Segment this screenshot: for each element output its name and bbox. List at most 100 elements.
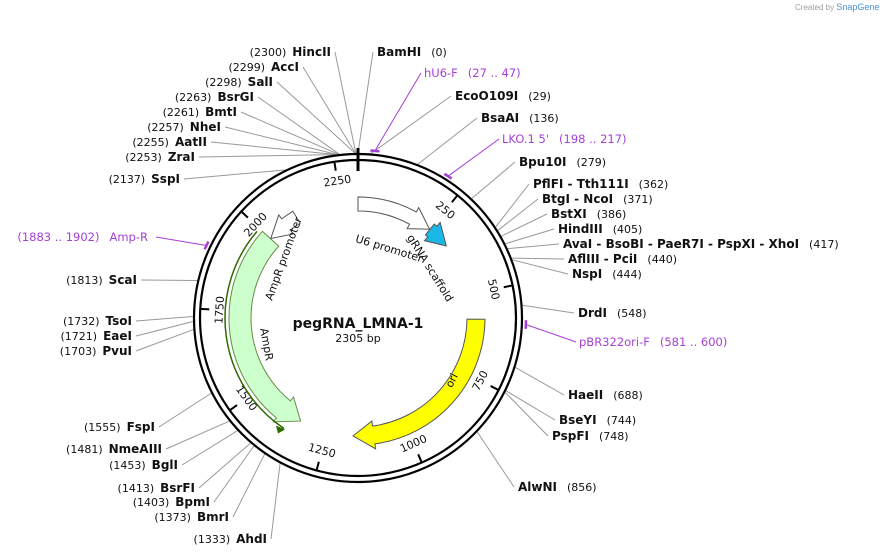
enzyme-name: AlwNI xyxy=(518,480,557,494)
enzyme-name: BsrFI xyxy=(160,481,195,495)
enzyme-position: (417) xyxy=(809,238,839,251)
tick-label: 2250 xyxy=(322,173,352,190)
primer-range: (581 .. 600) xyxy=(660,335,728,349)
enzyme-leader xyxy=(302,66,356,154)
enzyme-leader xyxy=(276,81,356,154)
feature-arrow-ori xyxy=(352,318,486,450)
plasmid-name: pegRNA_LMNA-1 xyxy=(293,316,424,332)
enzyme-position: (2261) xyxy=(163,106,200,119)
enzyme-name: HindIII xyxy=(558,222,603,236)
enzyme-name: PspFI xyxy=(552,429,589,443)
enzyme-leader xyxy=(210,141,336,156)
enzyme-name: BsrGI xyxy=(217,90,254,104)
enzyme-name: DrdI xyxy=(578,306,607,320)
enzyme-leader xyxy=(232,453,266,518)
primer-range: (27 .. 47) xyxy=(468,66,521,80)
enzyme-leader xyxy=(501,213,548,237)
enzyme-name: ScaI xyxy=(109,273,137,287)
enzyme-position: (1721) xyxy=(61,330,98,343)
enzyme-position: (1813) xyxy=(66,274,103,287)
enzyme-position: (2257) xyxy=(147,121,184,134)
leader-lines xyxy=(135,51,577,540)
enzyme-name: AatII xyxy=(175,135,207,149)
enzyme-leader xyxy=(507,243,560,250)
primer-name: pBR322ori-F xyxy=(579,335,650,349)
tick-mark xyxy=(200,307,210,311)
enzyme-leader xyxy=(505,228,555,245)
tick-label: 250 xyxy=(433,199,457,222)
enzyme-leader xyxy=(135,329,194,352)
plasmid-size: 2305 bp xyxy=(335,332,380,345)
enzyme-name: HaeII xyxy=(568,388,603,402)
enzyme-leader xyxy=(522,304,575,314)
enzyme-position: (1413) xyxy=(118,482,155,495)
site-labels: HincII(2300)AccI(2299)SalI(2298)BsrGI(22… xyxy=(17,45,838,546)
enzyme-name: EcoO109I xyxy=(455,89,518,103)
enzyme-position: (856) xyxy=(567,481,597,494)
enzyme-leader xyxy=(198,154,335,158)
tick-mark xyxy=(451,194,459,203)
enzyme-name: SspI xyxy=(151,172,180,186)
enzyme-name: Bpu10I xyxy=(519,155,566,169)
tick-mark xyxy=(315,461,320,471)
enzyme-position: (371) xyxy=(623,193,653,206)
feature-arrow-ampr-promoter xyxy=(270,210,301,240)
enzyme-leader xyxy=(471,161,516,199)
feature-arrow-grna-scaffold xyxy=(423,221,447,247)
primer-leader xyxy=(374,72,422,152)
enzyme-leader xyxy=(515,367,565,396)
enzyme-position: (1732) xyxy=(63,315,100,328)
ampr-strand-head xyxy=(275,425,285,434)
enzyme-position: (2137) xyxy=(109,173,146,186)
enzyme-leader xyxy=(198,442,251,489)
enzyme-position: (744) xyxy=(607,414,637,427)
enzyme-position: (1555) xyxy=(84,421,121,434)
tick-mark xyxy=(417,453,423,463)
enzyme-leader xyxy=(505,390,556,421)
enzyme-name: BpmI xyxy=(175,495,210,509)
enzyme-name: BmtI xyxy=(205,105,237,119)
enzyme-name: BstXI xyxy=(551,207,587,221)
enzyme-position: (444) xyxy=(612,268,642,281)
enzyme-position: (2263) xyxy=(175,91,212,104)
primer-name: Amp-R xyxy=(109,230,148,244)
enzyme-leader xyxy=(357,51,374,154)
enzyme-position: (362) xyxy=(639,178,669,191)
enzyme-position: (1481) xyxy=(66,443,103,456)
enzyme-name: PflFI - Tth111I xyxy=(533,177,629,191)
plasmid-center: pegRNA_LMNA-1 2305 bp xyxy=(293,316,424,345)
enzyme-name: FspI xyxy=(127,420,155,434)
primer-range: (198 .. 217) xyxy=(559,132,627,146)
enzyme-name: EaeI xyxy=(103,329,132,343)
enzyme-name: AccI xyxy=(271,60,299,74)
enzyme-position: (548) xyxy=(617,307,647,320)
tick-mark xyxy=(503,284,513,289)
enzyme-name: PvuI xyxy=(102,344,132,358)
tick-mark xyxy=(333,161,337,171)
tick-mark xyxy=(490,385,500,391)
enzyme-position: (2255) xyxy=(132,136,169,149)
enzyme-name: SalI xyxy=(248,75,273,89)
primer-leader xyxy=(525,324,577,343)
tick-mark xyxy=(240,210,249,219)
enzyme-leader xyxy=(504,392,549,437)
feature-label: ori xyxy=(443,371,461,390)
enzyme-name: BmrI xyxy=(197,510,229,524)
tick-label: 500 xyxy=(485,278,502,301)
enzyme-leader xyxy=(240,111,339,155)
enzyme-name: BseYI xyxy=(559,413,597,427)
enzyme-position: (2299) xyxy=(228,61,265,74)
tick-label: 1250 xyxy=(307,441,337,461)
enzyme-position: (405) xyxy=(613,223,643,236)
feature-label: gRNA scaffold xyxy=(404,232,456,304)
feature-arrow-u6-promoter xyxy=(357,196,431,230)
enzyme-name: NspI xyxy=(572,267,602,281)
enzyme-position: (1333) xyxy=(194,533,231,546)
enzyme-name: HincII xyxy=(292,45,331,59)
enzyme-name: ZraI xyxy=(168,150,195,164)
enzyme-leader xyxy=(135,321,194,337)
enzyme-position: (1373) xyxy=(154,511,191,524)
enzyme-position: (2298) xyxy=(205,76,242,89)
snapgene-logo: SnapGene xyxy=(836,2,880,12)
